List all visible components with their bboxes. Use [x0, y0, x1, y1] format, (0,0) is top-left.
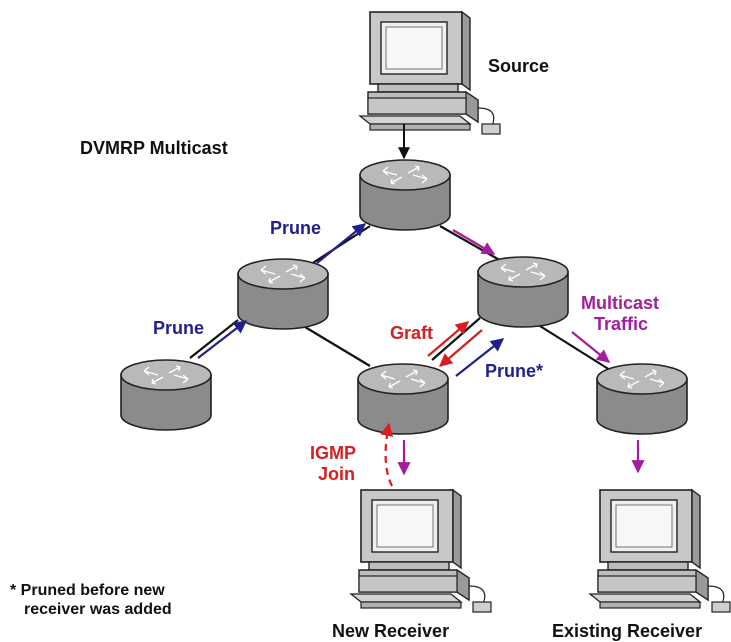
traffic-arrow-right-farright: [571, 331, 611, 363]
link-left-to-farleft: [189, 319, 239, 359]
router-icon-farleft: [120, 359, 212, 431]
prune-label-left: Prune: [153, 318, 204, 338]
existing-receiver-label: Existing Receiver: [552, 621, 702, 641]
router-icon-right: [477, 256, 569, 328]
router-icon-middle: [357, 363, 449, 435]
graft-arrow-up: [427, 321, 470, 357]
diagram-title: DVMRP Multicast: [80, 138, 228, 158]
link-right-to-middle: [431, 317, 481, 361]
source-label: Source: [488, 56, 549, 76]
igmp-label-line2: Join: [318, 464, 355, 484]
link-left-to-middle: [304, 326, 371, 367]
igmp-join-arrow: [380, 422, 394, 487]
router-icon-left: [237, 258, 329, 330]
new-receiver-computer-icon: [350, 489, 492, 613]
graft-label: Graft: [390, 323, 433, 343]
new-receiver-label: New Receiver: [332, 621, 449, 641]
igmp-label-line1: IGMP: [310, 443, 356, 463]
router-icon-top: [359, 159, 451, 231]
footnote-line1: * Pruned before new: [10, 582, 165, 599]
traffic-arrow-top-right: [452, 229, 496, 255]
prune-arrow-top: [316, 223, 367, 264]
multicast-traffic-label-line2: Traffic: [594, 314, 648, 334]
prune-star-arrow: [455, 338, 505, 377]
footnote-line2: receiver was added: [24, 601, 172, 618]
router-icon-farright: [596, 363, 688, 435]
graft-arrow-down: [438, 329, 483, 367]
prune-star-label: Prune*: [485, 361, 543, 381]
multicast-traffic-label-line1: Multicast: [581, 293, 659, 313]
existing-receiver-computer-icon: [589, 489, 731, 613]
source-computer-icon: [359, 11, 501, 135]
prune-label-top: Prune: [270, 218, 321, 238]
prune-arrow-left: [197, 320, 248, 359]
